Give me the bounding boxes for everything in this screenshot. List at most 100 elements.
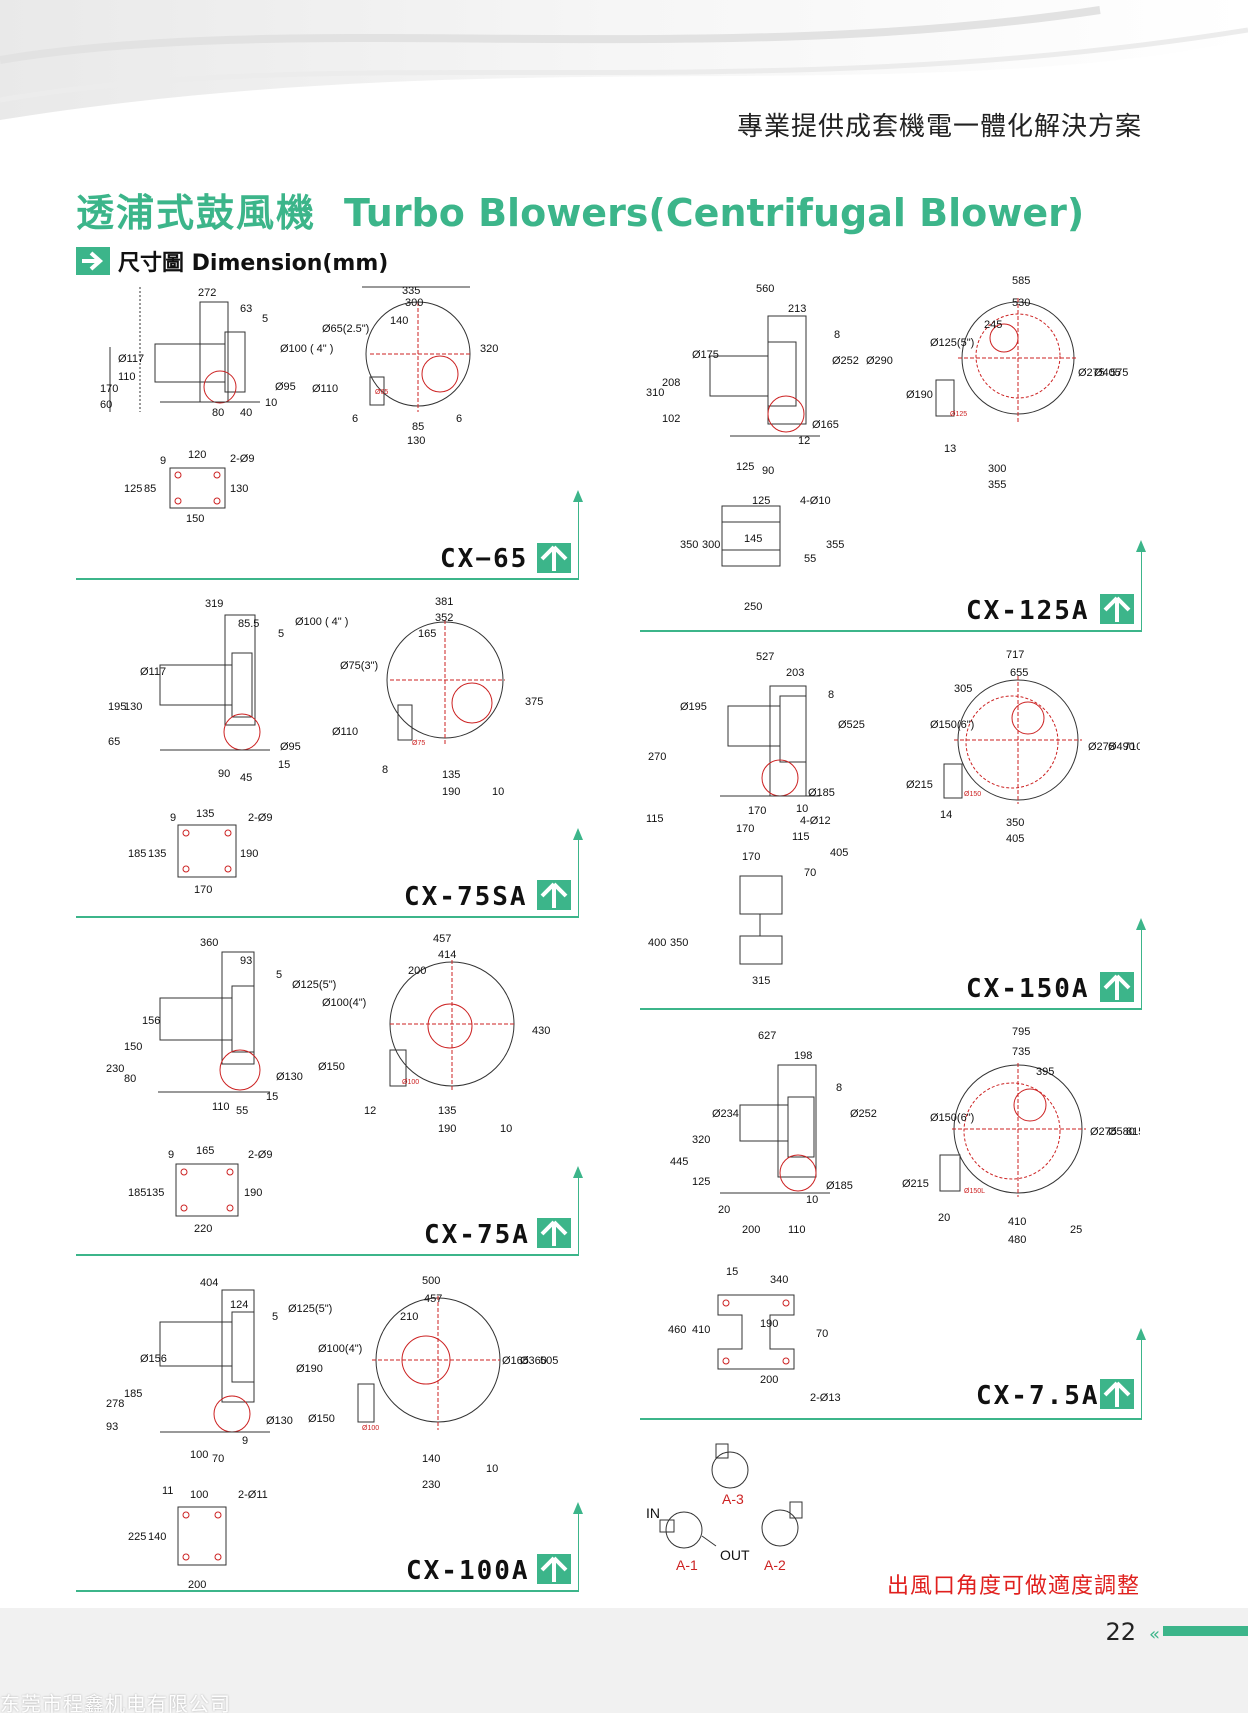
dim-label: 710	[1124, 741, 1140, 753]
outlet-angle-note: 出風口角度可做適度調整	[886, 1574, 1140, 1599]
dim-label: 135	[438, 1105, 456, 1117]
dim-label: 135	[196, 808, 214, 820]
side-view-drawing	[159, 614, 270, 751]
dim-label: 90	[762, 465, 774, 477]
dim-label: Ø130	[276, 1071, 303, 1083]
dim-label: 717	[1006, 649, 1024, 661]
dim-label: Ø175	[692, 349, 719, 361]
side-view-drawing	[159, 1289, 270, 1433]
dim-label: Ø165	[812, 419, 839, 431]
dim-label: 655	[1010, 667, 1028, 679]
front-view-drawing	[939, 1063, 1086, 1197]
dim-label: Ø100(4")	[318, 1343, 362, 1355]
section-divider	[640, 1418, 1142, 1420]
dim-label: 63	[240, 303, 252, 315]
dim-label: 10	[796, 803, 808, 815]
dim-label: 355	[988, 479, 1006, 491]
dim-label: Ø125(5")	[292, 979, 336, 991]
section-divider	[76, 916, 579, 918]
dim-label: 150	[186, 513, 204, 525]
dim-label: 156	[142, 1015, 160, 1027]
dim-label: Ø190	[906, 389, 933, 401]
dim-label: 60	[100, 399, 112, 411]
dim-label: 4-Ø10	[800, 495, 831, 507]
dim-label: 140	[422, 1453, 440, 1465]
up-arrow-icon	[1100, 972, 1134, 1002]
header-swoosh	[0, 0, 1248, 120]
dim-label: 530	[1012, 297, 1030, 309]
dim-label: Ø125	[950, 411, 967, 418]
dim-label: 200	[760, 1374, 778, 1386]
divider-vertical	[578, 838, 579, 916]
dim-label: 55	[236, 1105, 248, 1117]
dim-label: Ø490	[1108, 741, 1135, 753]
dim-label: 185	[128, 1187, 146, 1199]
dim-label: 9	[242, 1435, 248, 1447]
cx75a-drawings: 360 93 5 Ø125(5") 156 230 150 80 Ø130 15…	[106, 933, 550, 1235]
divider-arrowhead	[573, 1502, 583, 1514]
dim-label: 70	[816, 1328, 828, 1340]
section-divider	[640, 1008, 1142, 1010]
divider-vertical	[578, 1512, 579, 1590]
dim-label: 270	[648, 751, 666, 763]
dim-label: 9	[168, 1149, 174, 1161]
dim-label: Ø95	[280, 741, 301, 753]
dim-label: 320	[480, 343, 498, 355]
base-drawing	[177, 824, 237, 878]
dim-label: 340	[770, 1274, 788, 1286]
dim-label: 70	[804, 867, 816, 879]
section-divider	[76, 1254, 579, 1256]
dim-label: Ø190	[296, 1363, 323, 1375]
dim-label: Ø252	[850, 1108, 877, 1120]
dim-label: 305	[954, 683, 972, 695]
dim-label: 85	[412, 421, 424, 433]
dim-label: 2-Ø9	[230, 453, 254, 465]
dim-label: 6	[456, 413, 462, 425]
dim-label: 2-Ø11	[238, 1489, 268, 1501]
angle-label-a2: A-2	[764, 1557, 786, 1573]
section-heading: 尺寸圖 Dimension(mm)	[76, 246, 388, 276]
dim-label: 200	[188, 1579, 206, 1591]
dim-label: Ø156	[140, 1353, 167, 1365]
dim-label: 457	[433, 933, 451, 945]
dim-label: 350	[670, 937, 688, 949]
chevron-left-icon: «	[1148, 1624, 1160, 1645]
model-panel-cx75a-right: 627 198 8 Ø234 Ø252 445 320 125 Ø185 10 …	[640, 1025, 1140, 1425]
dim-label: 445	[670, 1156, 688, 1168]
dim-label: 220	[194, 1223, 212, 1235]
dim-label: 12	[364, 1105, 376, 1117]
divider-arrowhead	[1136, 540, 1146, 552]
section-divider	[76, 1590, 579, 1592]
dim-label: 185	[124, 1388, 142, 1400]
dim-label: Ø130	[266, 1415, 293, 1427]
dim-label: Ø215	[906, 779, 933, 791]
dim-label: 410	[692, 1324, 710, 1336]
dim-label: 203	[786, 667, 804, 679]
dim-label: 145	[744, 533, 762, 545]
dim-label: 460	[668, 1324, 686, 1336]
dim-label: 527	[756, 651, 774, 663]
dim-label: 430	[532, 1025, 550, 1037]
cx75sa-drawings: 319 85.5 5 Ø100 ( 4" ) Ø117 195 130 65 Ø…	[108, 596, 543, 896]
dim-label: 100	[190, 1489, 208, 1501]
dim-label: Ø150	[318, 1061, 345, 1073]
base-drawing	[721, 505, 781, 567]
dim-label: 15	[266, 1091, 278, 1103]
dim-label: 93	[106, 1421, 118, 1433]
dim-label: 5	[278, 628, 284, 640]
dim-label: Ø65(2.5")	[322, 323, 369, 335]
divider-vertical	[1141, 550, 1142, 630]
dim-label: 375	[525, 696, 543, 708]
dim-label: Ø580	[1108, 1126, 1135, 1138]
dim-label: 335	[402, 285, 420, 297]
dim-label: 208	[662, 377, 680, 389]
dim-label: 115	[646, 813, 664, 825]
side-view-drawing	[720, 1064, 830, 1194]
front-view-drawing	[386, 620, 505, 745]
model-name-cx7-5a: CX-7.5A	[976, 1381, 1100, 1411]
dim-label: 575	[1110, 367, 1128, 379]
dim-label: 150	[124, 1041, 142, 1053]
dim-label: Ø117	[118, 353, 144, 365]
dim-label: 124	[230, 1299, 248, 1311]
dim-label: 12	[798, 435, 810, 447]
